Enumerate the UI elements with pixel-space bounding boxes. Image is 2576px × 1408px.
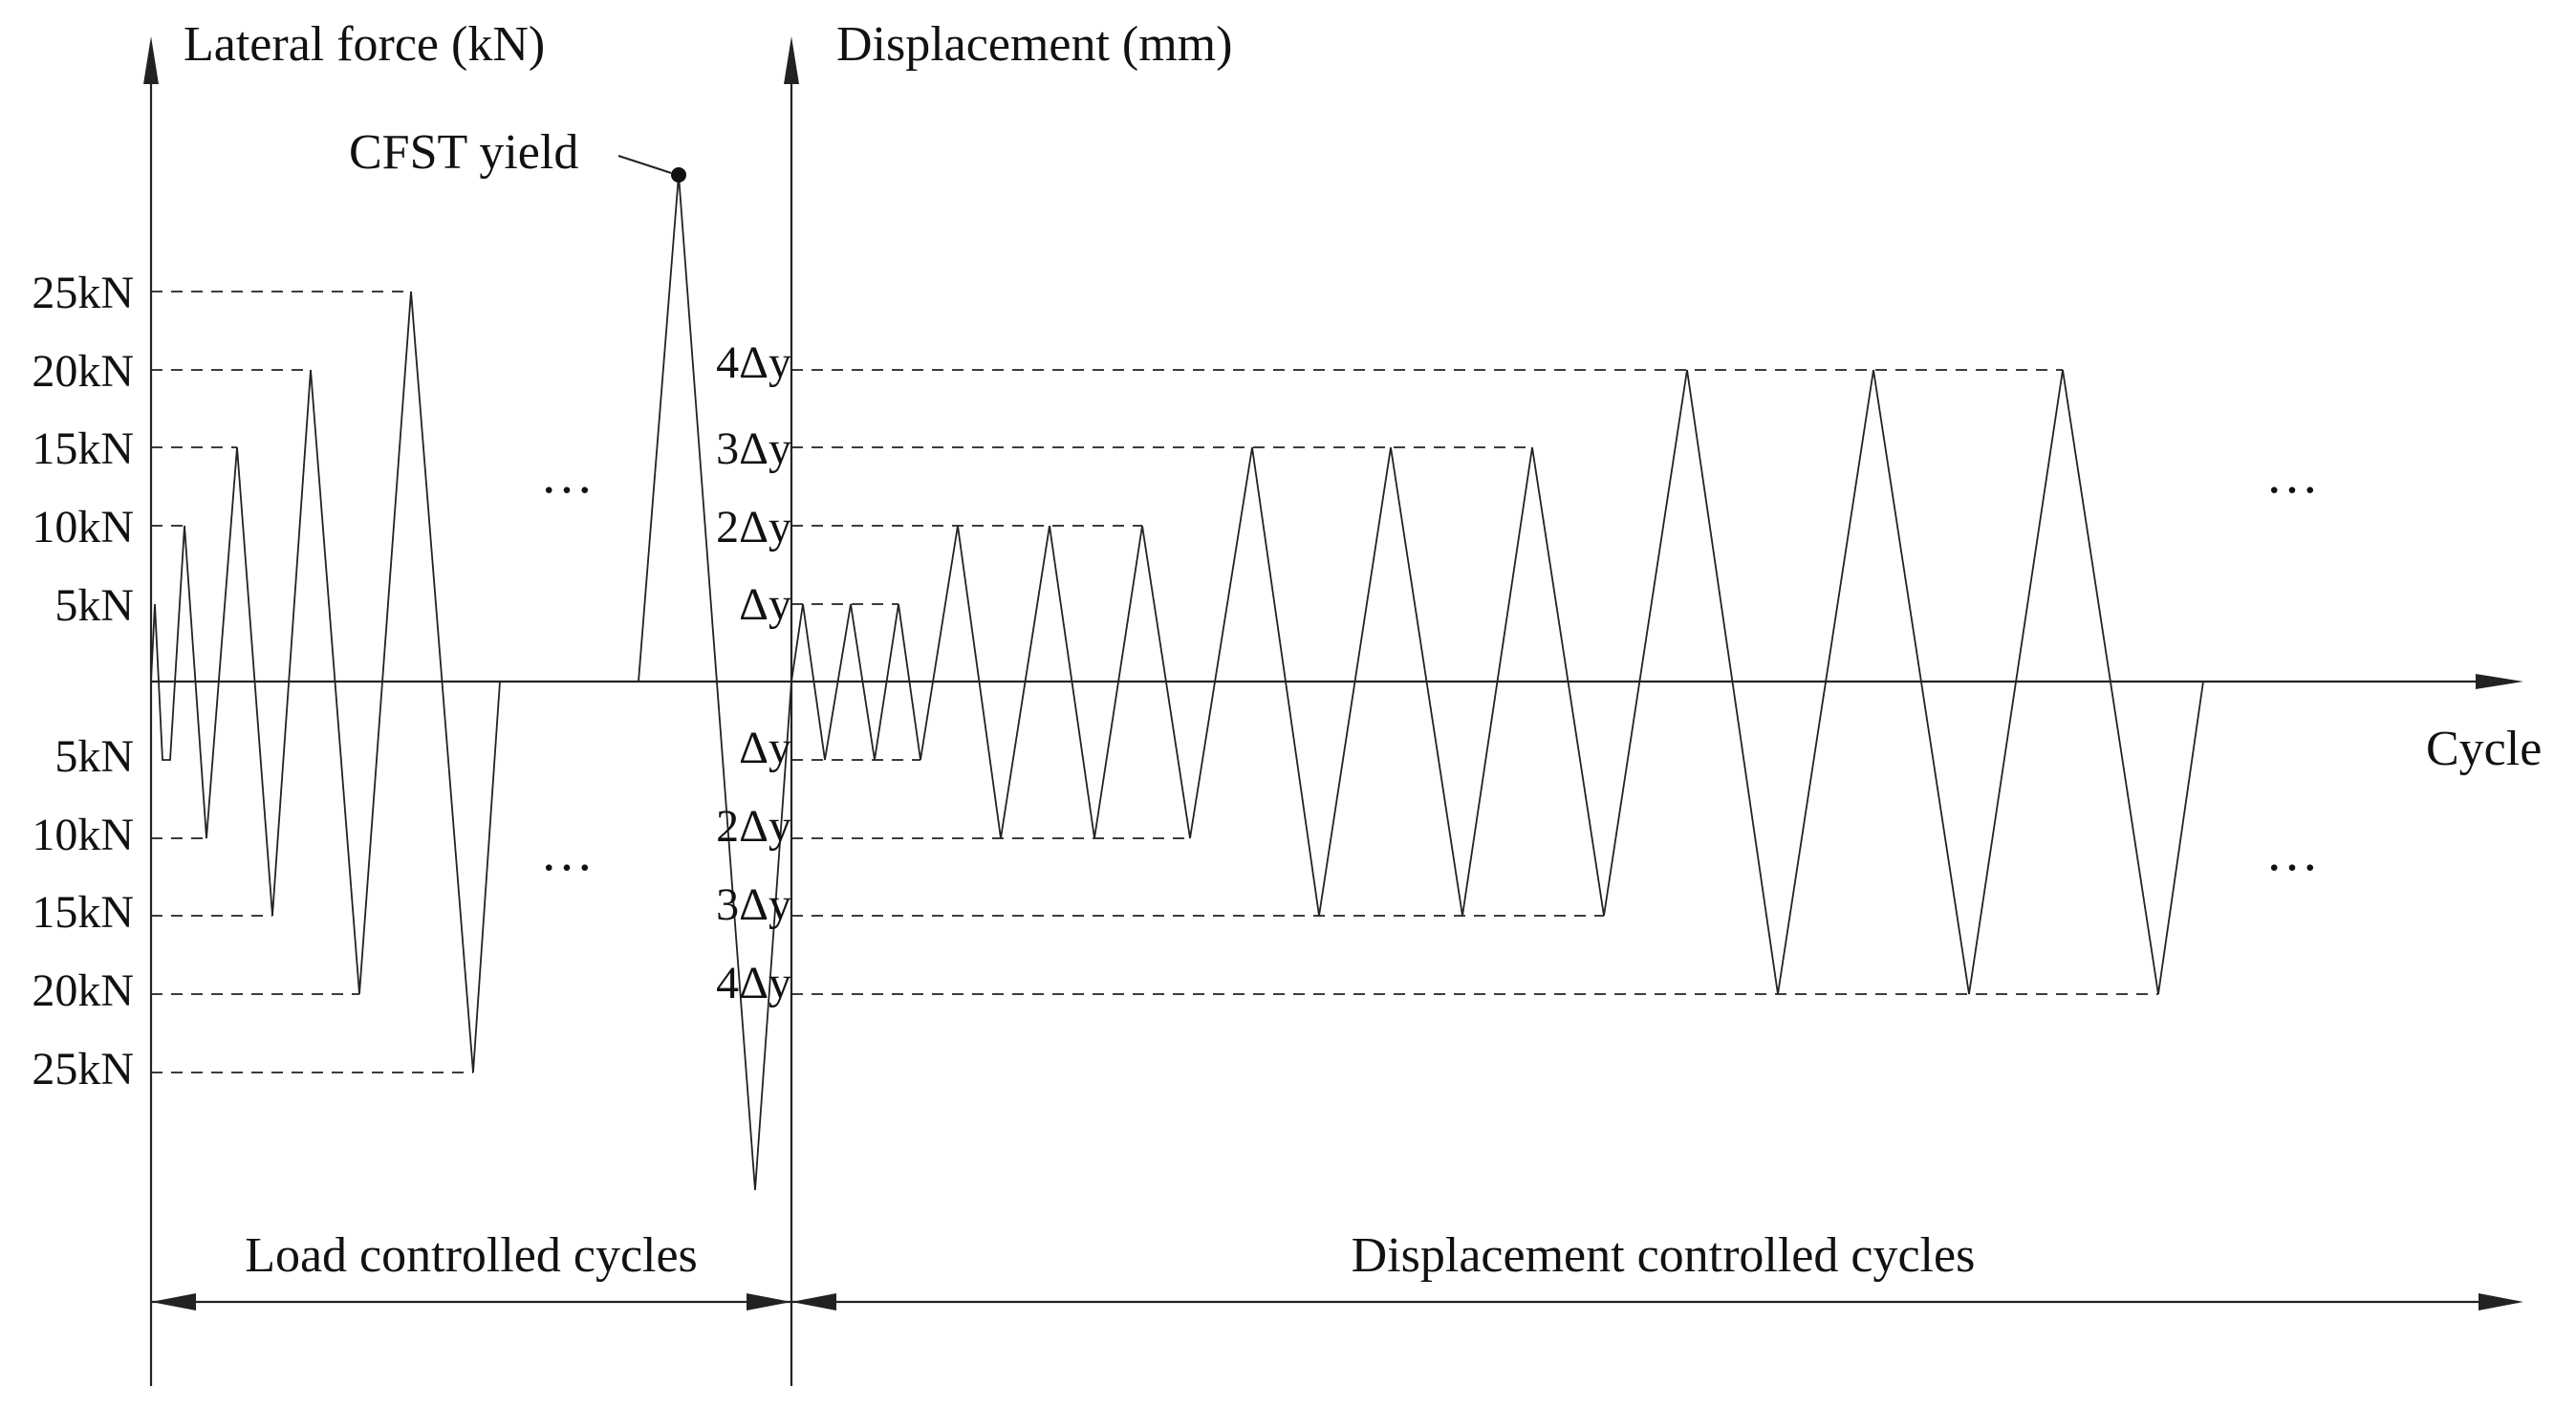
displacement-axis-title: Displacement (mm) (836, 17, 1232, 72)
displacement-controlled-waveform (790, 369, 2204, 995)
load-phase-dimension: Load controlled cycles (151, 1228, 791, 1311)
force-guides (151, 291, 473, 1073)
disp-tick-label: 2Δy (716, 801, 791, 852)
ellipsis-disp-upper: … (2265, 445, 2325, 505)
displacement-phase-arrow-right (2479, 1293, 2523, 1311)
load-phase-arrow-left (151, 1293, 196, 1311)
displacement-phase-dimension: Displacement controlled cycles (791, 1228, 2523, 1311)
disp-tick-label: Δy (739, 723, 791, 773)
ellipsis-load-lower: … (540, 823, 599, 882)
disp-tick-label: 3Δy (716, 423, 791, 474)
cycle-axis-title: Cycle (2426, 722, 2542, 776)
disp-tick-label: 4Δy (716, 337, 791, 388)
cycle-axis-arrowhead (2476, 674, 2523, 689)
displacement-tick-labels: 4Δy 3Δy 2Δy Δy Δy 2Δy 3Δy 4Δy (716, 337, 791, 1008)
force-tick-labels: 25kN 20kN 15kN 10kN 5kN 5kN 10kN 15kN 20… (32, 268, 134, 1094)
cfst-yield-leader (617, 155, 672, 174)
load-phase-label: Load controlled cycles (245, 1228, 698, 1283)
force-tick-label: 10kN (32, 502, 134, 552)
load-phase-arrow-right (747, 1293, 791, 1311)
displacement-phase-label: Displacement controlled cycles (1352, 1228, 1976, 1283)
cfst-yield-marker (671, 167, 686, 183)
force-tick-label: 20kN (32, 965, 134, 1016)
ellipsis-disp-lower: … (2265, 823, 2325, 882)
cfst-yield-label: CFST yield (349, 125, 578, 180)
disp-tick-label: 2Δy (716, 502, 791, 552)
force-tick-label: 25kN (32, 268, 134, 318)
disp-tick-label: 3Δy (716, 879, 791, 930)
force-tick-label: 20kN (32, 346, 134, 397)
force-tick-label: 5kN (54, 580, 134, 631)
force-axis-arrowhead (143, 36, 159, 84)
force-tick-label: 15kN (32, 887, 134, 938)
force-tick-label: 15kN (32, 423, 134, 474)
ellipsis-load-upper: … (540, 445, 599, 505)
disp-tick-label: Δy (739, 579, 791, 630)
displacement-axis-arrowhead (784, 36, 799, 84)
yield-cycle-waveform (638, 174, 792, 1191)
displacement-guides (791, 369, 2158, 995)
force-tick-label: 5kN (54, 731, 134, 782)
displacement-phase-arrow-left (791, 1293, 836, 1311)
force-tick-label: 10kN (32, 810, 134, 860)
disp-tick-label: 4Δy (716, 958, 791, 1008)
force-axis-title: Lateral force (kN) (184, 17, 545, 72)
load-controlled-waveform (150, 291, 501, 1073)
force-tick-label: 25kN (32, 1044, 134, 1094)
